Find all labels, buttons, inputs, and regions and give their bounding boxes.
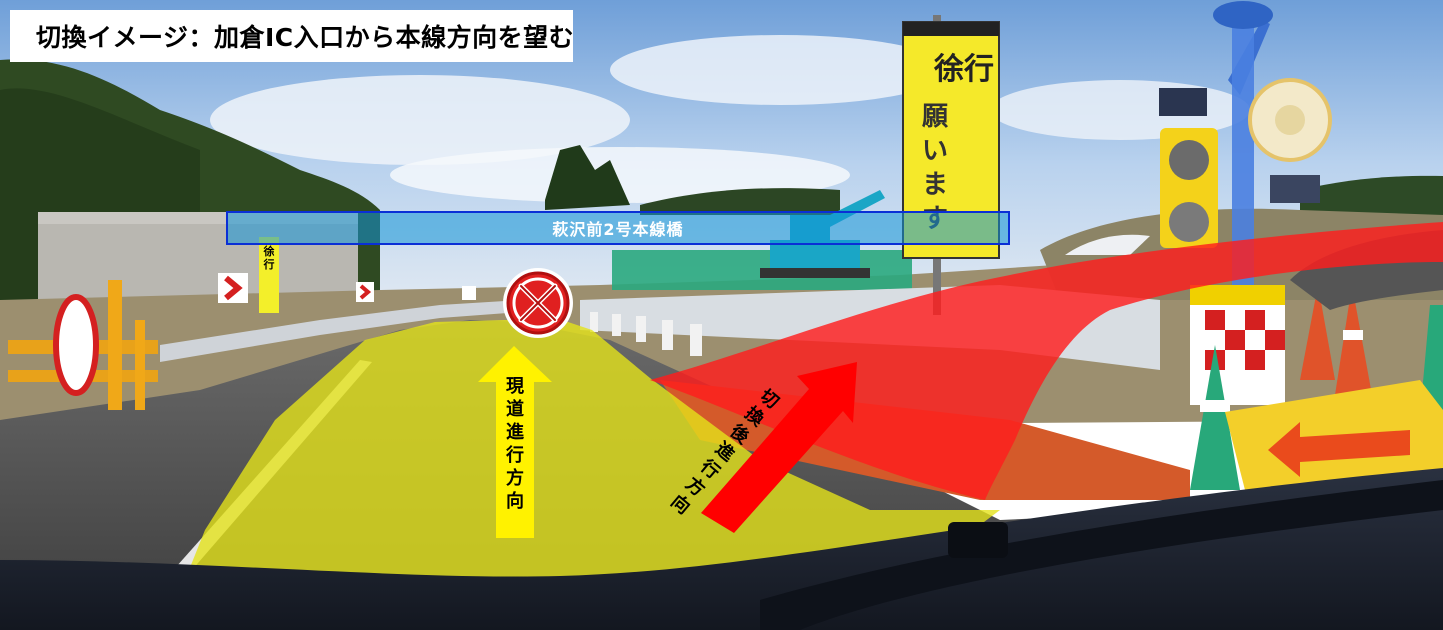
chevron-mark — [359, 284, 372, 300]
chevron-sign — [462, 286, 476, 300]
car-dashboard — [0, 468, 1443, 630]
cloud — [610, 35, 950, 105]
new-route-overlay — [650, 222, 1443, 500]
new-direction-arrow — [701, 362, 857, 533]
warning-light — [1248, 78, 1332, 203]
road-sign-left — [53, 294, 99, 396]
image-title-box: 切換イメージ：加倉IC入口から本線方向を望む — [10, 10, 575, 62]
dashboard-top — [760, 480, 1443, 630]
blue-sign — [1213, 1, 1273, 29]
image-title: 切換イメージ：加倉IC入口から本線方向を望む — [36, 23, 575, 52]
trees-far — [640, 188, 840, 215]
sign-slow-text: 徐行 — [934, 52, 994, 87]
guardrail-posts — [590, 312, 702, 356]
guardrail-left — [160, 300, 520, 362]
current-direction-arrow — [478, 346, 552, 538]
current-route-overlay — [165, 320, 1000, 630]
checker-drum — [1190, 285, 1285, 405]
bridge-label: 萩沢前2号本線橋 — [552, 220, 684, 239]
trees-middle — [545, 145, 630, 210]
arrow-board — [1225, 380, 1443, 490]
cloud — [390, 147, 850, 203]
sign-please-text: 願います — [921, 102, 948, 234]
cloud — [210, 75, 630, 165]
dash-camera — [948, 522, 1008, 558]
no-entry-mark — [503, 268, 573, 338]
small-yellow-sign — [259, 237, 279, 313]
chevron-mark — [224, 275, 243, 301]
snow-patch — [1065, 234, 1150, 255]
bridge-label-box: 萩沢前2号本線橋 — [226, 211, 1010, 245]
chevron-sign — [218, 273, 248, 303]
traffic-signal — [1159, 88, 1218, 248]
small-sign-text: 徐行 — [263, 245, 275, 271]
current-direction-label: 現道進行方向 — [506, 376, 524, 512]
